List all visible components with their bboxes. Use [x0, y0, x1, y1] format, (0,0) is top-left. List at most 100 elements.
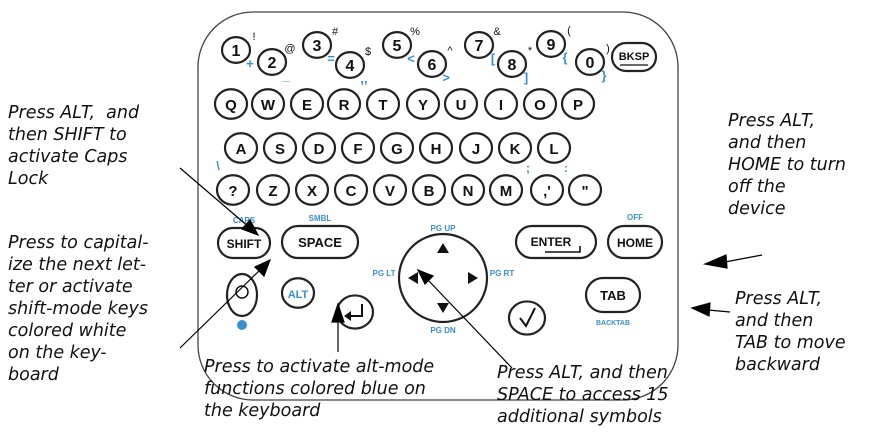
arrowhead-alt-mode — [331, 302, 345, 323]
key-cap — [372, 174, 408, 206]
return-key[interactable] — [335, 294, 375, 330]
key-label: 6 — [428, 57, 437, 74]
key-cap — [584, 276, 642, 314]
key-cap — [536, 132, 572, 164]
key-2[interactable]: 2@_ — [256, 43, 296, 83]
key-cap — [334, 51, 366, 79]
key-i[interactable]: I — [483, 88, 519, 120]
key-label: V — [385, 183, 395, 200]
key-f[interactable]: F — [340, 132, 376, 164]
key-shift-label: * — [528, 45, 533, 57]
key-j[interactable]: J — [458, 132, 494, 164]
key-z-row-1[interactable]: Z — [255, 174, 291, 206]
key-6[interactable]: 6^> — [416, 45, 453, 85]
key-label: ? — [228, 183, 237, 200]
arrowhead-turn-off — [702, 254, 728, 269]
key-z-row-3[interactable]: C — [333, 174, 369, 206]
key-o[interactable]: O — [522, 88, 558, 120]
right-arrow-icon[interactable] — [468, 272, 478, 284]
key-label: " — [581, 183, 588, 200]
key-l[interactable]: L — [536, 132, 572, 164]
tab-alt-label: BACKTAB — [596, 320, 630, 327]
key-label: ENTER — [531, 235, 572, 249]
key-label: N — [463, 183, 474, 200]
key-label: C — [346, 183, 357, 200]
enter-key[interactable]: ENTER — [514, 224, 598, 260]
arrowhead-capitalize — [253, 258, 272, 278]
key-cap — [458, 132, 494, 164]
key-cap — [340, 132, 376, 164]
key-z-row-4[interactable]: V — [372, 174, 408, 206]
key-1[interactable]: 1!+ — [220, 31, 256, 71]
down-arrow-icon[interactable] — [437, 303, 449, 313]
key-8[interactable]: 8*] — [496, 45, 533, 85]
enter-arrow-icon — [545, 246, 581, 253]
key-cap — [365, 88, 401, 120]
key-y[interactable]: Y — [405, 88, 441, 120]
backlight-key[interactable] — [225, 272, 259, 318]
key-9[interactable]: 9({ — [535, 25, 571, 65]
pg-lt-label: PG LT — [373, 269, 396, 278]
key-label: U — [456, 97, 467, 114]
shift-key[interactable]: SHIFT — [216, 226, 272, 260]
return-arrow-icon — [348, 304, 363, 317]
navigation-dpad[interactable] — [397, 232, 489, 324]
key-label: H — [431, 141, 442, 158]
key-5[interactable]: 5%< — [381, 26, 420, 66]
key-q[interactable]: Q — [213, 88, 249, 120]
key-label: TAB — [600, 288, 626, 303]
key-7[interactable]: 7&[ — [463, 26, 501, 66]
key-shift-label: # — [332, 26, 339, 38]
shift-alt-label: CAPS — [233, 216, 256, 225]
key-k[interactable]: K — [497, 132, 533, 164]
key-z-row-0[interactable]: ? — [215, 174, 251, 206]
contrast-icon — [237, 320, 247, 330]
key-z-row-8[interactable]: ,' — [529, 174, 565, 206]
key-cap — [418, 132, 454, 164]
key-label: L — [549, 141, 558, 158]
key-0[interactable]: 0)} — [574, 43, 610, 83]
up-arrow-icon[interactable] — [437, 243, 449, 253]
key-cap — [301, 132, 337, 164]
key-cap — [560, 88, 596, 120]
key-4[interactable]: 4$,, — [334, 46, 371, 86]
key-cap — [497, 132, 533, 164]
key-label: 2 — [268, 55, 277, 72]
key-bksp[interactable]: BKSP — [610, 41, 658, 73]
key-z-row-5[interactable]: B — [411, 174, 447, 206]
key-cap — [606, 224, 664, 260]
key-alt-label: > — [442, 70, 450, 85]
key-p[interactable]: P — [560, 88, 596, 120]
pg-dn-label: PG DN — [430, 326, 456, 335]
space-key[interactable]: SPACE — [280, 224, 360, 260]
key-e[interactable]: E — [289, 88, 325, 120]
annotation-arrows — [179, 167, 763, 369]
key-z-row-7[interactable]: M — [488, 174, 524, 206]
key-cap — [294, 174, 330, 206]
key-r[interactable]: R — [326, 88, 362, 120]
arrow-backward — [707, 309, 731, 313]
key-z-row-6[interactable]: N — [450, 174, 486, 206]
key-u[interactable]: U — [443, 88, 479, 120]
key-h[interactable]: H — [418, 132, 454, 164]
key-label: 5 — [393, 38, 402, 55]
key-g[interactable]: G — [379, 132, 415, 164]
key-z-row-9[interactable]: " — [567, 174, 603, 206]
tab-key[interactable]: TAB — [584, 276, 642, 314]
alt-key[interactable]: ALT — [280, 277, 316, 309]
annotation-capitalize: Press to capital- ize the next let- ter … — [8, 233, 149, 385]
key-3[interactable]: 3#= — [301, 26, 339, 66]
key-alt-label: ] — [524, 70, 528, 85]
home-key[interactable]: HOME — [606, 224, 664, 260]
key-cap — [262, 132, 298, 164]
check-key[interactable] — [507, 300, 547, 336]
key-alt-label: _ — [281, 68, 290, 83]
key-z-row-2[interactable]: X — [294, 174, 330, 206]
key-d[interactable]: D — [301, 132, 337, 164]
key-t[interactable]: T — [365, 88, 401, 120]
key-w[interactable]: W — [250, 88, 286, 120]
key-s[interactable]: S — [262, 132, 298, 164]
left-arrow-icon[interactable] — [408, 272, 418, 284]
key-cap — [535, 30, 567, 58]
key-a[interactable]: A — [223, 132, 259, 164]
